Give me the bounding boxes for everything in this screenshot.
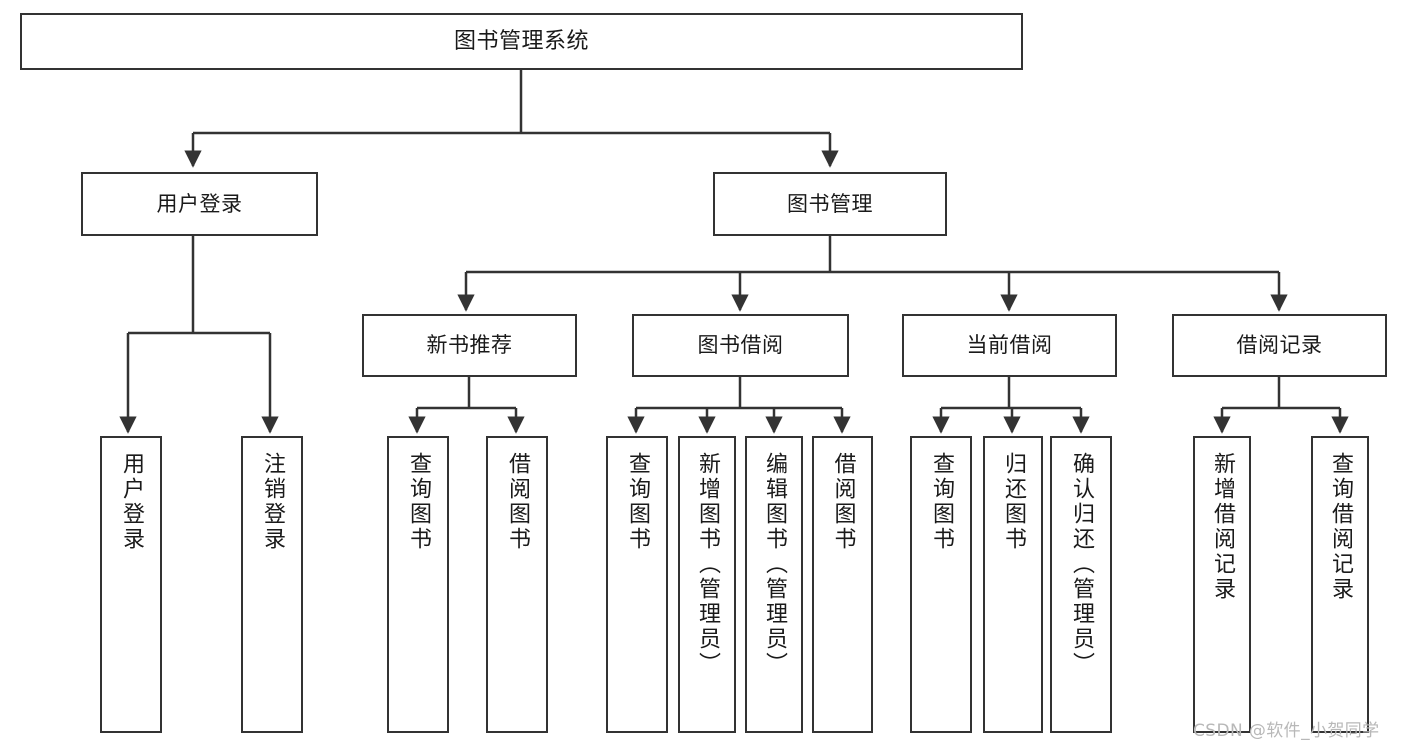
- node-label: 新增图书（管理员）: [695, 452, 720, 677]
- node-root-system[interactable]: 图书管理系统: [20, 13, 1023, 70]
- node-book-management[interactable]: 图书管理: [713, 172, 947, 236]
- leaf-user-login[interactable]: 用户登录: [100, 436, 162, 733]
- node-label: 借阅记录: [1236, 333, 1323, 358]
- node-label: 当前借阅: [966, 333, 1053, 358]
- leaf-return-book[interactable]: 归还图书: [983, 436, 1043, 733]
- node-label: 注销登录: [260, 452, 285, 552]
- leaf-logout[interactable]: 注销登录: [241, 436, 303, 733]
- node-current-borrow[interactable]: 当前借阅: [902, 314, 1117, 377]
- node-label: 查询图书: [625, 452, 650, 552]
- node-label: 用户登录: [119, 452, 144, 552]
- leaf-borrow-book[interactable]: 借阅图书: [812, 436, 873, 733]
- node-label: 图书借阅: [697, 333, 784, 358]
- node-label: 图书管理: [787, 191, 873, 216]
- node-label: 确认归还（管理员）: [1069, 452, 1094, 677]
- leaf-query-borrow-record[interactable]: 查询借阅记录: [1311, 436, 1369, 733]
- node-label: 新书推荐: [426, 333, 513, 358]
- node-new-book-recommend[interactable]: 新书推荐: [362, 314, 577, 377]
- node-label: 归还图书: [1001, 452, 1026, 552]
- node-label: 用户登录: [156, 191, 243, 216]
- node-label: 借阅图书: [505, 452, 530, 552]
- leaf-borrow-book-recommend[interactable]: 借阅图书: [486, 436, 548, 733]
- node-label: 查询借阅记录: [1328, 452, 1353, 602]
- csdn-watermark: CSDN @软件_小贺同学: [1193, 721, 1380, 741]
- node-label: 查询图书: [406, 452, 431, 552]
- leaf-add-borrow-record[interactable]: 新增借阅记录: [1193, 436, 1251, 733]
- node-label: 编辑图书（管理员）: [762, 452, 787, 677]
- leaf-edit-book-admin[interactable]: 编辑图书（管理员）: [745, 436, 803, 733]
- leaf-query-book-current[interactable]: 查询图书: [910, 436, 972, 733]
- leaf-confirm-return-admin[interactable]: 确认归还（管理员）: [1050, 436, 1112, 733]
- leaf-add-book-admin[interactable]: 新增图书（管理员）: [678, 436, 736, 733]
- node-book-borrow[interactable]: 图书借阅: [632, 314, 849, 377]
- node-label: 查询图书: [929, 452, 954, 552]
- leaf-query-book-recommend[interactable]: 查询图书: [387, 436, 449, 733]
- node-label: 新增借阅记录: [1210, 452, 1235, 602]
- node-label: 借阅图书: [830, 452, 856, 552]
- leaf-query-book-borrow[interactable]: 查询图书: [606, 436, 668, 733]
- node-label: 图书管理系统: [453, 28, 589, 54]
- node-user-login[interactable]: 用户登录: [81, 172, 318, 236]
- node-borrow-record[interactable]: 借阅记录: [1172, 314, 1387, 377]
